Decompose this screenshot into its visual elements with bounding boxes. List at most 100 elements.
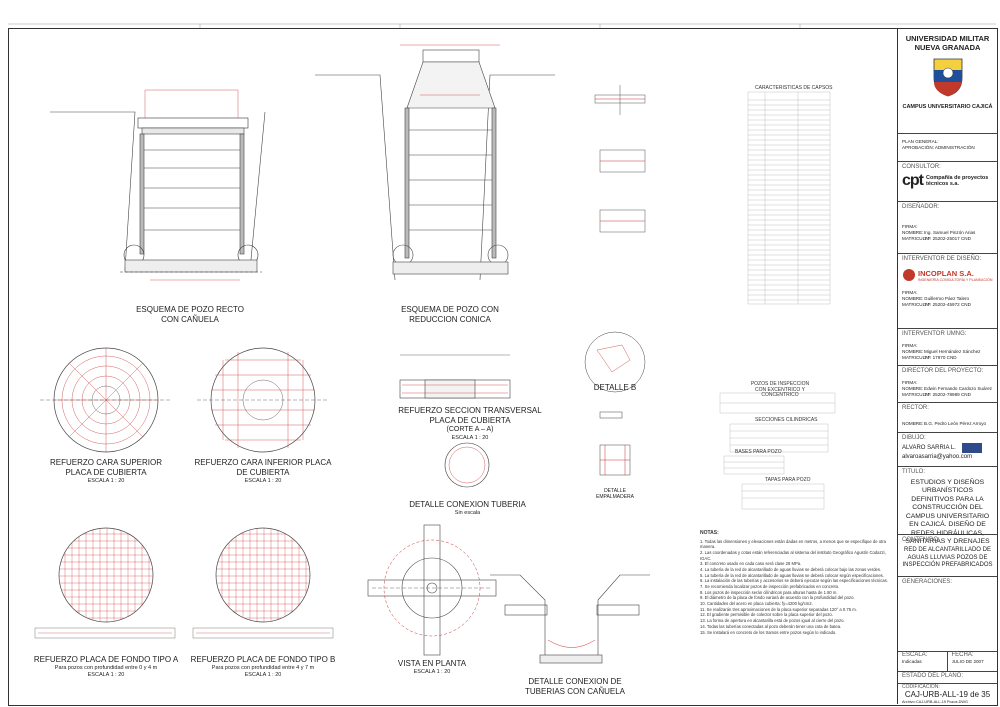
codificacion-cell: CODIFICACION: CAJ-URB-ALL-19 de 35 Archi…: [898, 683, 997, 704]
firma-label: FIRMA:: [902, 290, 918, 295]
seccion-scale: ESCALA 1 : 20: [451, 434, 489, 441]
campus-name: CAMPUS UNIVERSITARIO CAJICÁ: [902, 103, 993, 110]
fondo-a-scale: ESCALA 1 : 20: [87, 671, 125, 678]
director-cell: DIRECTOR DEL PROYECTO: FIRMA: NOMBRE:Edw…: [898, 365, 997, 403]
interventor-sub: INGENIERÍA CONSULTORÍA Y PLANEACIÓN: [918, 277, 993, 282]
seccion-transversal-title: REFUERZO SECCION TRANSVERSAL PLACA DE CU…: [395, 406, 545, 442]
rector-label: RECTOR:: [902, 405, 929, 411]
matricula-label: MATRICULA:: [902, 302, 930, 307]
interventor-person: Guillermo Páez Talero: [924, 296, 970, 301]
plan-cell: PLAN GENERAL: APROBACIÓN: ADMINISTRACIÓN: [898, 133, 997, 162]
consultor-name: Compañía de proyectos técnicos s.a.: [926, 174, 989, 187]
fondo-b-scale: ESCALA 1 : 20: [244, 671, 282, 678]
detalle-empalme-drawing: [599, 411, 631, 476]
caracteristicas-title: CARACTERISTICAS DE CAPSOS: [755, 85, 833, 91]
interventor-company: INCOPLAN S.A.: [918, 268, 974, 278]
caracteristicas-table: [747, 91, 831, 305]
approval-label: APROBACIÓN: ADMINISTRACIÓN: [902, 145, 975, 150]
titulo-cell: TITULO: ESTUDIOS Y DISEÑOS URBANÍSTICOS …: [898, 466, 997, 545]
contenido-text: RED DE ALCANTARILLADO DE AGUAS LLUVIAS P…: [902, 547, 993, 568]
cara-superior-scale: ESCALA 1 : 20: [87, 478, 125, 484]
interventor-mat: T.P. 25202-45972 CND: [924, 302, 971, 307]
notes-heading: NOTAS:: [700, 530, 719, 536]
nombre-label: NOMBRE:: [902, 230, 924, 235]
university-crest-icon: [933, 58, 962, 97]
pozos-inspeccion-title: POZOS DE INSPECCION CON EXCENTRICO Y CON…: [750, 381, 810, 398]
file-name: CAJ-URB-ALL-19 Pozos.DWG: [916, 700, 968, 704]
note-item: 8. Los pozos de inspección serán cilíndr…: [700, 589, 838, 595]
note-item: 5. La tubería de la red de alcantarillad…: [700, 572, 884, 578]
dibujo-email: alvaroasarria@yahoo.com: [902, 454, 973, 460]
nombre-label: NOMBRE:: [902, 349, 924, 354]
nombre-label: NOMBRE:: [902, 421, 924, 426]
note-item: 12. El gradiente permisible de colector …: [700, 612, 833, 618]
matricula-label: MATRICULA:: [902, 236, 930, 241]
escala-value: Indicadas: [902, 659, 922, 664]
cara-superior-drawing: [40, 347, 170, 453]
note-item: 10. Cantidades del acero en placa cubier…: [700, 601, 813, 607]
bases-title: BASES PARA POZO: [735, 449, 782, 455]
detalle-b-title: DETALLE B: [593, 383, 637, 392]
note-item: 4. La tubería de la red de alcantarillad…: [700, 567, 882, 573]
university-cell: UNIVERSIDAD MILITAR NUEVA GRANADA CAMPUS…: [898, 28, 997, 134]
disenador-cell: DISEÑADOR: FIRMA: NOMBRE:Ing. Samuel Pin…: [898, 201, 997, 254]
director-name: Edwin Fernando Cardozo Suárez: [924, 386, 992, 391]
project-title: ESTUDIOS Y DISEÑOS URBANÍSTICOS DEFINITI…: [905, 479, 990, 546]
note-item: 11. Se realizarán tres aproximaciones de…: [700, 606, 857, 612]
conexion-tuberia-scale: Sin escala: [454, 510, 481, 516]
note-item: 14. Todas las tuberías conectadas al poz…: [700, 623, 842, 629]
seccion-corte: (CORTE A – A): [446, 426, 494, 433]
nombre-label: NOMBRE:: [902, 386, 924, 391]
fondo-b-drawing: [192, 527, 334, 639]
incoplan-logo-icon: [903, 269, 915, 281]
note-item: 7. Se recomienda localizar pozos de insp…: [700, 584, 840, 590]
matricula-label: MATRICULA:: [902, 392, 930, 397]
disenador-name: Ing. Samuel Pinzón Arias: [924, 230, 976, 235]
umng-mat: T.P. 17970 CND: [924, 355, 957, 360]
interventor-cell: INTERVENTOR DE DISEÑO: INCOPLAN S.A. ING…: [898, 253, 997, 329]
sheet-code: CAJ-URB-ALL-19 de 35: [904, 690, 991, 699]
seccion-transversal-drawing: [399, 331, 646, 399]
fecha-label: FECHA:: [951, 652, 974, 658]
rector-cell: RECTOR: NOMBRE:B.G. Pedro León Pérez Arr…: [898, 402, 997, 433]
vista-planta-title: VISTA EN PLANTA ESCALA 1 : 20: [382, 659, 482, 676]
escala-label: ESCALA:: [902, 652, 928, 658]
conexion-tuberia-title: DETALLE CONEXION TUBERIA Sin escala: [405, 500, 530, 517]
conexion-canuela-title: DETALLE CONEXION DE TUBERIAS CON CAÑUELA: [524, 677, 626, 696]
note-item: 13. La forma de apertura en alcantarilla…: [700, 618, 845, 624]
nombre-label: NOMBRE:: [902, 296, 924, 301]
firma-label: FIRMA:: [902, 224, 918, 229]
estado-cell: ESTADO DEL PLANO:: [898, 671, 997, 684]
titulo-label: TITULO:: [902, 469, 926, 475]
detalle-empalme-title: DETALLE EMPALMADERA: [596, 488, 634, 501]
interventor-umng-label: INTERVENTOR UMNG:: [902, 331, 967, 337]
note-item: 2. Las coordenadas y cotas están referen…: [700, 550, 886, 561]
note-item: 6. La instalación de las tuberías y acce…: [700, 578, 888, 584]
tapas-title: TAPAS PARA POZO: [765, 477, 811, 483]
fondo-b-sub: Para pozos con profundidad entre 4 y 7 m: [211, 665, 315, 671]
cara-inferior-title: REFUERZO CARA INFERIOR PLACA DE CUBIERTA…: [194, 458, 332, 484]
fondo-a-drawing: [34, 527, 176, 639]
cara-inferior-scale: ESCALA 1 : 20: [244, 478, 282, 484]
dibujo-stamp-icon: [961, 443, 982, 453]
estado-label: ESTADO DEL PLANO:: [902, 673, 964, 679]
generaciones-cell: GENERACIONES:: [898, 576, 997, 652]
generaciones-label: GENERACIONES:: [902, 579, 953, 585]
dibujo-name: ALVARO SARRIA L.: [902, 445, 956, 451]
consultor-label: CONSULTOR:: [902, 164, 941, 170]
rector-name: B.G. Pedro León Pérez Arroyo: [924, 421, 987, 426]
notes-block: NOTAS: 1. Todas las dimensiones y elevac…: [700, 530, 890, 635]
dibujo-label: DIBUJO:: [902, 435, 926, 441]
sheet-frame: [8, 28, 998, 706]
disenador-label: DISEÑADOR:: [902, 204, 940, 210]
escala-fecha-cell: ESCALA: Indicadas FECHA: JULIO DE 2007: [898, 651, 997, 672]
pozo-conica-drawing: [315, 44, 555, 281]
cpt-logo-icon: cpt: [902, 172, 924, 189]
fondo-b-title: REFUERZO PLACA DE FONDO TIPO B Para pozo…: [183, 655, 343, 679]
plan-general-label: PLAN GENERAL:: [902, 139, 939, 144]
note-item: 3. El concreto usado en cada caso será c…: [700, 561, 802, 567]
consultor-cell: CONSULTOR: cpt Compañía de proyectos téc…: [898, 161, 997, 202]
pozo-recto-title: ESQUEMA DE POZO RECTO CON CAÑUELA: [136, 305, 244, 324]
